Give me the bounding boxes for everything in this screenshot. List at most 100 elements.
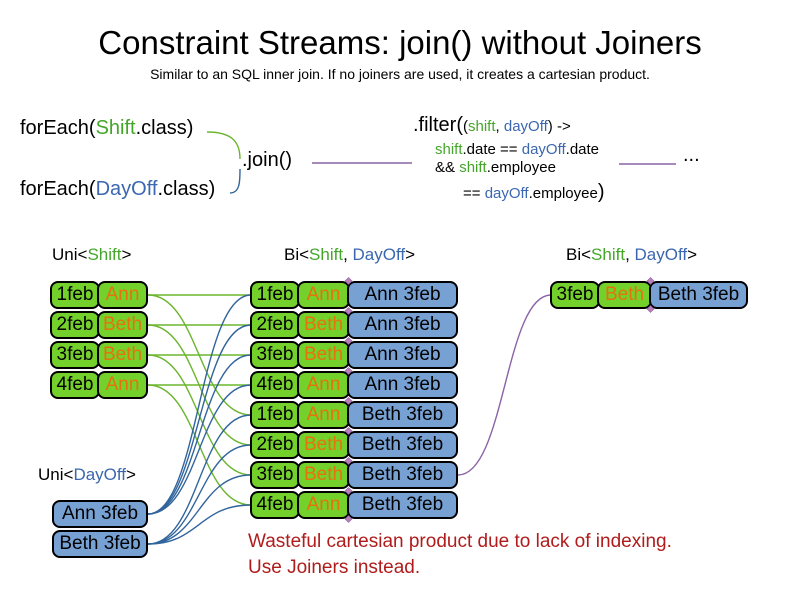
- pair7-to-filtered-result-line: [457, 294, 552, 476]
- filtered-row-employee: Beth: [597, 281, 652, 309]
- dayoff-type-token: DayOff: [73, 465, 127, 484]
- shift-row-date: 2feb: [50, 311, 100, 339]
- shift-class-token: Shift: [95, 117, 136, 139]
- dayoff-type-token: DayOff: [352, 245, 406, 264]
- pair-row-employee: Beth: [297, 431, 350, 459]
- code-text: forEach(: [20, 117, 96, 139]
- dayoff-arg-token: dayOff: [521, 141, 566, 158]
- dayoff-row: Ann 3feb: [52, 500, 148, 528]
- dayoff-ann-to-pair1-line: [147, 294, 252, 515]
- code-foreach-dayoff: forEach(DayOff.class): [20, 178, 215, 201]
- code-text: .employee: [528, 185, 598, 202]
- pair-row-date: 1feb: [250, 401, 300, 429]
- pair-row-employee: Ann: [297, 491, 350, 519]
- filtered-row-dayoff: Beth 3feb: [649, 281, 748, 309]
- code-text: ,: [495, 118, 504, 135]
- code-foreach-shift: forEach(Shift.class): [20, 117, 193, 140]
- code-text: ) ->: [547, 118, 571, 135]
- pair-row-employee: Ann: [297, 401, 350, 429]
- code-text: .filter(: [413, 114, 463, 136]
- header-text: Bi<: [284, 245, 310, 264]
- pair-row-date: 3feb: [250, 341, 300, 369]
- shift-type-token: Shift: [87, 245, 122, 264]
- header-bi-join: Bi<Shift, DayOff>: [284, 245, 415, 265]
- filtered-row-date: 3feb: [550, 281, 600, 309]
- code-filter-line1: .filter((shift, dayOff) ->: [413, 114, 571, 137]
- warning-line-2: Use Joiners instead.: [248, 557, 421, 578]
- code-text: .class): [135, 117, 194, 139]
- header-uni-dayoff: Uni<DayOff>: [38, 465, 136, 485]
- slide-title: Constraint Streams: join() without Joine…: [98, 24, 702, 61]
- dayoff-arg-token: dayOff: [484, 185, 529, 202]
- header-text: Uni<: [38, 465, 74, 484]
- shift1-to-pair5-line: [147, 294, 252, 416]
- pair-row-date: 1feb: [250, 281, 300, 309]
- dayoff-beth-to-pair5-line: [147, 414, 252, 545]
- pair-row-dayoff: Beth 3feb: [347, 401, 458, 429]
- shift-row-date: 1feb: [50, 281, 100, 309]
- pair-row-dayoff: Ann 3feb: [347, 311, 458, 339]
- code-text: .date: [565, 141, 600, 158]
- dayoff-type-token: DayOff: [634, 245, 688, 264]
- header-text: >: [121, 245, 132, 264]
- pair-row-date: 4feb: [250, 491, 300, 519]
- warning-line-1: Wasteful cartesian product due to lack o…: [248, 531, 672, 552]
- code-text: (: [463, 118, 468, 135]
- code-text: ): [597, 181, 605, 203]
- pair-row-date: 2feb: [250, 431, 300, 459]
- code-text: .employee: [486, 159, 556, 176]
- shift-row-date: 4feb: [50, 371, 100, 399]
- header-uni-shift: Uni<Shift>: [52, 245, 131, 265]
- header-text: >: [405, 245, 416, 264]
- dayoff-ann-to-pair2-line: [147, 324, 252, 515]
- shift2-to-pair6-line: [147, 324, 252, 446]
- brace-shift-to-join-line: [206, 131, 241, 160]
- dayoff-arg-token: dayOff: [503, 118, 548, 135]
- pair-row-date: 2feb: [250, 311, 300, 339]
- shift-type-token: Shift: [309, 245, 344, 264]
- pair-row-employee: Ann: [297, 371, 350, 399]
- pair-row-employee: Beth: [297, 311, 350, 339]
- shift-arg-token: shift: [468, 118, 496, 135]
- shift-arg-token: shift: [459, 159, 487, 176]
- shift-type-token: Shift: [591, 245, 626, 264]
- header-text: Bi<: [566, 245, 592, 264]
- code-text: .date ==: [462, 141, 522, 158]
- code-text: forEach(: [20, 178, 96, 200]
- code-text: .class): [157, 178, 216, 200]
- dayoff-beth-to-pair6-line: [147, 444, 252, 545]
- pair-row-dayoff: Beth 3feb: [347, 431, 458, 459]
- header-text: ,: [343, 245, 353, 264]
- dayoff-beth-to-pair7-line: [147, 474, 252, 545]
- shift4-to-pair8-line: [147, 384, 252, 506]
- brace-dayoff-to-join-line: [229, 168, 241, 194]
- dayoff-beth-to-pair8-line: [147, 504, 252, 545]
- slide-subtitle: Similar to an SQL inner join. If no join…: [150, 66, 650, 82]
- shift3-to-pair7-line: [147, 354, 252, 476]
- shift-row-employee: Ann: [97, 371, 148, 399]
- code-text: &&: [435, 159, 460, 176]
- dayoff-row: Beth 3feb: [52, 530, 148, 558]
- pair-row-dayoff: Beth 3feb: [347, 461, 458, 489]
- pair-row-date: 3feb: [250, 461, 300, 489]
- shift-row-employee: Ann: [97, 281, 148, 309]
- shift-row-employee: Beth: [97, 341, 148, 369]
- pair-row-dayoff: Ann 3feb: [347, 281, 458, 309]
- pair-row-dayoff: Ann 3feb: [347, 341, 458, 369]
- header-text: Uni<: [52, 245, 88, 264]
- pair-row-date: 4feb: [250, 371, 300, 399]
- code-text: ==: [463, 185, 485, 202]
- pair-row-employee: Beth: [297, 461, 350, 489]
- header-text: ,: [625, 245, 635, 264]
- code-ellipsis: ...: [683, 144, 700, 166]
- pair-row-employee: Ann: [297, 281, 350, 309]
- code-filter-line2: shift.date == dayOff.date: [435, 141, 599, 158]
- pair-row-dayoff: Beth 3feb: [347, 491, 458, 519]
- code-filter-line3: && shift.employee: [435, 159, 556, 176]
- dayoff-ann-to-pair3-line: [147, 354, 252, 515]
- header-text: >: [687, 245, 698, 264]
- dayoff-ann-to-pair4-line: [147, 384, 252, 515]
- header-text: >: [126, 465, 136, 484]
